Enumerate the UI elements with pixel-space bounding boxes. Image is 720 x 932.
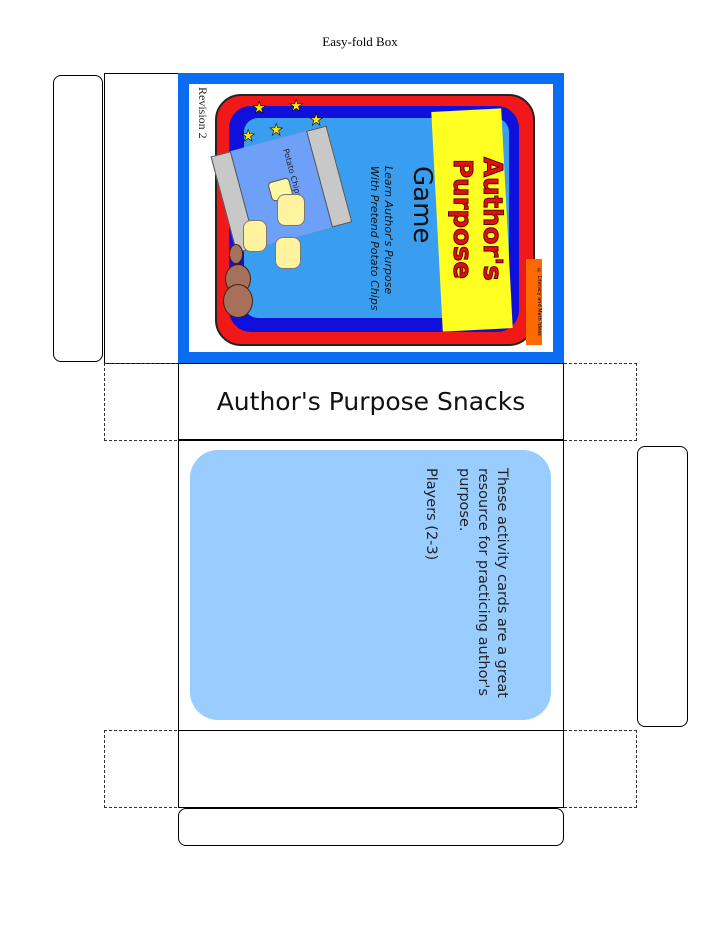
cover-subtitle: Learn Author's Purpose With Pretend Pota…: [367, 166, 395, 311]
potato-icon: [229, 244, 243, 264]
box-cover: Potato Chips ★ ★ ★ ★ ★ Author's Purpose …: [178, 73, 564, 363]
activity-card: [277, 194, 305, 226]
star-icon: ★: [252, 98, 267, 118]
revision-label: Revision 2: [196, 87, 210, 139]
description-text-block: These activity cards are a great resourc…: [421, 468, 511, 708]
potato-icon: [223, 284, 253, 318]
activity-card: [275, 237, 301, 269]
players-text: Players (2-3): [423, 468, 439, 561]
star-icon: ★: [309, 110, 324, 130]
star-icon: ★: [241, 126, 256, 146]
side-label: Author's Purpose Snacks: [178, 363, 564, 440]
left-side-panel: [104, 73, 179, 364]
activity-card: [243, 220, 267, 252]
cover-game-label: Game: [407, 166, 437, 244]
left-glue-flap: [53, 75, 103, 362]
right-glue-flap: [637, 446, 688, 727]
description-text: These activity cards are a great resourc…: [456, 468, 510, 698]
page-title: Easy-fold Box: [322, 34, 398, 49]
bottom-glue-flap: [178, 808, 564, 846]
copyright-label: © Literacy and Math Ideas: [526, 259, 542, 345]
bottom-panel: [178, 730, 564, 808]
subtitle-line: Learn Author's Purpose: [382, 166, 395, 295]
star-icon: ★: [269, 120, 284, 140]
cover-title: Author's Purpose: [447, 157, 508, 282]
description-card: These activity cards are a great resourc…: [190, 450, 551, 720]
star-icon: ★: [289, 96, 304, 116]
subtitle-line: With Pretend Potato Chips: [368, 166, 381, 311]
